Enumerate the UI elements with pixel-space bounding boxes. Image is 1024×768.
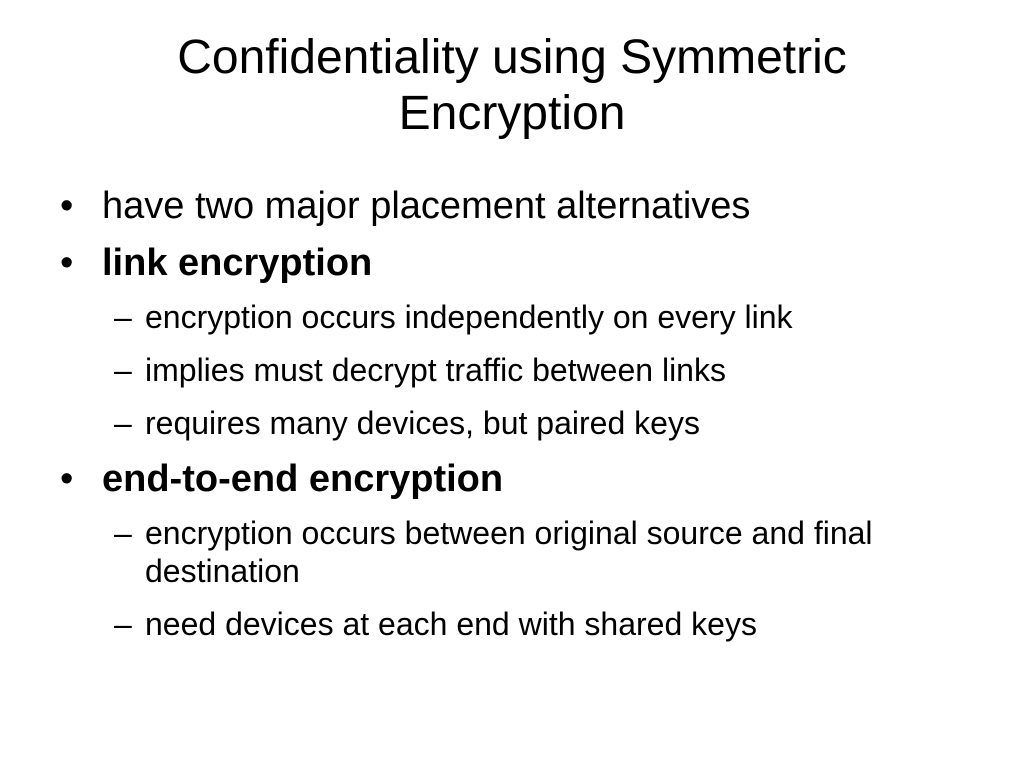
bullet-icon: • xyxy=(60,242,74,284)
dash-icon: – xyxy=(114,606,132,642)
bullet-item: • end-to-end encryption xyxy=(0,457,1024,501)
dash-icon: – xyxy=(114,515,132,551)
bullet-text: have two major placement alternatives xyxy=(102,185,751,227)
bullet-item: • link encryption xyxy=(0,241,1024,285)
sub-bullet-item: – need devices at each end with shared k… xyxy=(0,605,1024,643)
dash-icon: – xyxy=(114,352,132,388)
sub-bullet-item: – requires many devices, but paired keys xyxy=(0,404,1024,442)
dash-icon: – xyxy=(114,299,132,335)
dash-icon: – xyxy=(114,405,132,441)
slide-body: • have two major placement alternatives … xyxy=(0,184,1024,658)
bullet-item: • have two major placement alternatives xyxy=(0,184,1024,228)
sub-bullet-text: need devices at each end with shared key… xyxy=(145,606,757,642)
sub-bullet-text: encryption occurs independently on every… xyxy=(145,299,793,335)
slide-title: Confidentiality using Symmetric Encrypti… xyxy=(177,31,847,140)
sub-bullet-text: encryption occurs between original sourc… xyxy=(145,515,873,589)
bullet-text: end-to-end encryption xyxy=(102,458,504,500)
sub-bullet-item: – encryption occurs between original sou… xyxy=(0,514,945,590)
bullet-text: link encryption xyxy=(102,242,373,284)
sub-bullet-text: implies must decrypt traffic between lin… xyxy=(145,352,726,388)
bullet-icon: • xyxy=(60,458,74,500)
bullet-icon: • xyxy=(60,185,74,227)
sub-bullet-item: – implies must decrypt traffic between l… xyxy=(0,351,1024,389)
sub-bullet-text: requires many devices, but paired keys xyxy=(145,405,700,441)
sub-bullet-item: – encryption occurs independently on eve… xyxy=(0,298,1024,336)
